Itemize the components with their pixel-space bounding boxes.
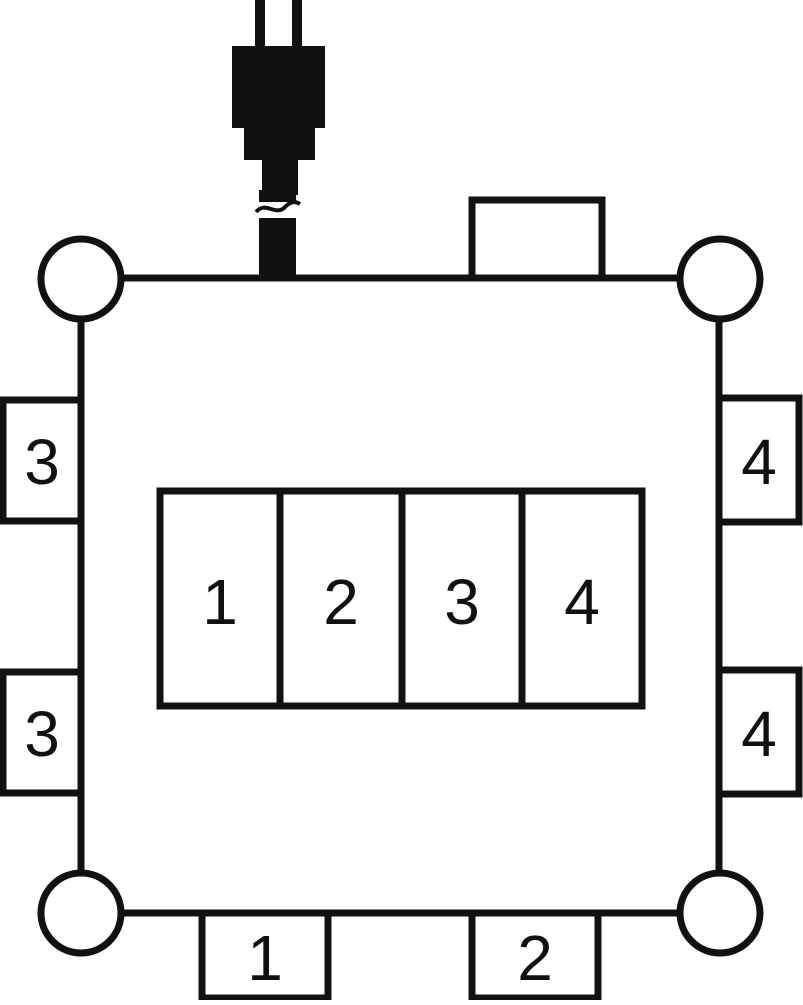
corner-circle-top-right xyxy=(676,235,764,323)
corner-circle-bottom-left xyxy=(37,869,125,957)
top-outlet xyxy=(468,196,606,284)
panel-slot-1 xyxy=(156,487,284,710)
power-cord xyxy=(254,190,302,276)
panel-slot-1-label: 1 xyxy=(202,566,238,638)
panel-slot-4 xyxy=(518,487,646,710)
outlet-left-lower-label: 3 xyxy=(24,698,60,770)
center-panel xyxy=(156,487,646,710)
outlet-right-lower xyxy=(715,666,803,798)
power-plug-icon xyxy=(232,0,325,195)
corner-circle-top-left xyxy=(37,235,125,323)
outlet-right-lower-label: 4 xyxy=(741,698,777,770)
corner-circle-bottom-right xyxy=(676,869,764,957)
panel-slot-2-label: 2 xyxy=(323,566,359,638)
outlet-left-upper-label: 3 xyxy=(24,426,60,498)
outlet-bottom-left-label: 1 xyxy=(247,922,283,994)
outlet-right-upper-label: 4 xyxy=(741,426,777,498)
panel-slot-4-label: 4 xyxy=(564,566,600,638)
panel-slot-3-label: 3 xyxy=(444,566,480,638)
outlet-bottom-right-label: 2 xyxy=(517,922,553,994)
